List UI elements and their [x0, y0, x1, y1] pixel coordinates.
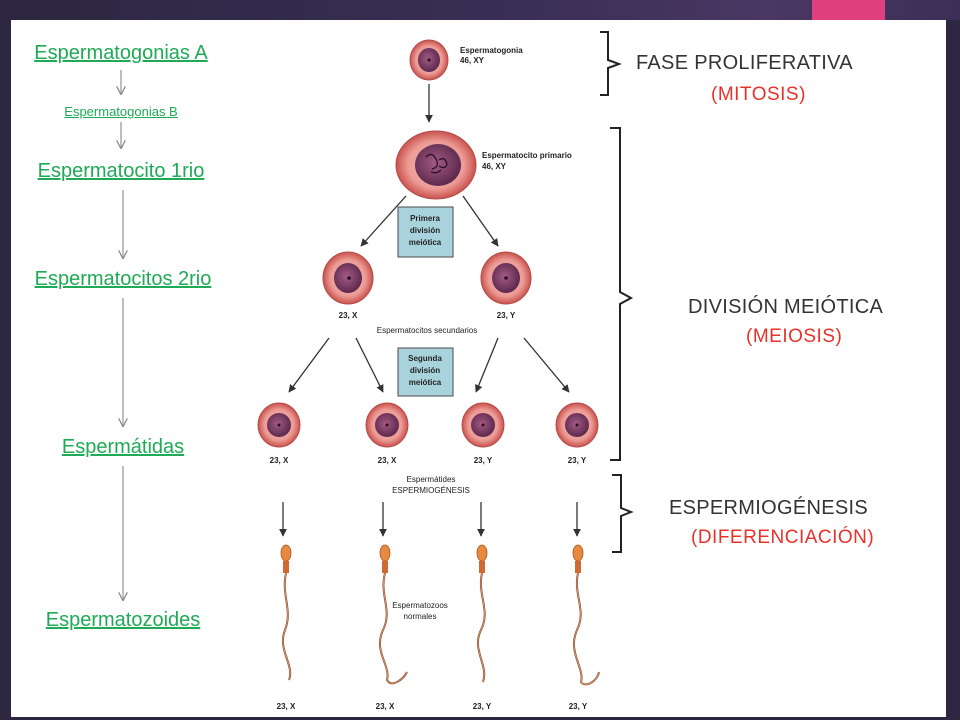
- sperm-1: [280, 544, 292, 681]
- arrow-primary-right: [462, 195, 499, 247]
- cell-secondary-right: [480, 251, 532, 305]
- cell-primary-spermatocyte: [395, 130, 477, 200]
- accent-tab: [812, 0, 885, 20]
- normal-sperm-label-2: normales: [404, 612, 437, 621]
- brace-meiotic: [610, 127, 634, 461]
- brace-spermiogenesis: [612, 474, 634, 553]
- left-column-arrows: [121, 70, 123, 600]
- second-division-box: Segunda división meiótica: [397, 347, 454, 397]
- label-spermatozoa[interactable]: Espermatozoides: [45, 609, 201, 631]
- brace-proliferative: [600, 31, 622, 96]
- arrow-secondary-left-a: [288, 337, 330, 393]
- cell-spermatid-1: [257, 402, 301, 448]
- secondary-right-karyotype: 23, Y: [497, 311, 516, 320]
- spermatogonia-label: Espermatogonia: [460, 46, 523, 55]
- phase-meiotic-title: DIVISIÓN MEIÓTICA: [688, 296, 884, 318]
- spermatid-karyotype-1: 23, X: [270, 456, 289, 465]
- phase-spermiogenesis-title: ESPERMIOGÉNESIS: [669, 497, 868, 519]
- spermatid-karyotype-2: 23, X: [378, 456, 397, 465]
- phase-proliferative-title: FASE PROLIFERATIVA: [636, 52, 853, 74]
- svg-text:Primera: Primera: [410, 214, 440, 223]
- phase-proliferative-sub: (MITOSIS): [711, 84, 806, 105]
- sperm-karyotype-4: 23, Y: [569, 702, 588, 711]
- normal-sperm-label-1: Espermatozoos: [392, 601, 448, 610]
- arrow-secondary-right-a: [475, 337, 499, 393]
- arrow-secondary-left-b: [355, 337, 384, 393]
- svg-text:meiótica: meiótica: [409, 238, 442, 247]
- cell-spermatid-4: [555, 402, 599, 448]
- svg-text:Segunda: Segunda: [408, 354, 442, 363]
- spermatid-karyotype-3: 23, Y: [474, 456, 493, 465]
- secondary-label: Espermatocitos secundarios: [377, 326, 478, 335]
- spermatogenesis-figure: Espermatogonia 46, XY Espermatocito prim…: [11, 31, 634, 711]
- label-spermatogonia-b[interactable]: Espermatogonias B: [64, 104, 178, 119]
- sperm-karyotype-2: 23, X: [376, 702, 395, 711]
- spermiogenesis-label: ESPERMIOGÉNESIS: [392, 486, 470, 495]
- first-division-box: Primera división meiótica: [397, 206, 454, 258]
- spermatogonia-karyotype: 46, XY: [460, 56, 485, 65]
- label-spermatocytes-2[interactable]: Espermatocitos 2rio: [34, 268, 212, 290]
- arrow-secondary-right-b: [523, 337, 570, 393]
- sperm-karyotype-3: 23, Y: [473, 702, 492, 711]
- label-spermatogonia-a[interactable]: Espermatogonias A: [34, 42, 208, 64]
- sperm-karyotype-1: 23, X: [277, 702, 296, 711]
- slide: Espermatogonias A Espermatogonias B Espe…: [11, 20, 946, 717]
- spermatid-karyotype-4: 23, Y: [568, 456, 587, 465]
- cell-spermatid-3: [461, 402, 505, 448]
- arrow-primary-left: [360, 195, 407, 247]
- label-spermatids[interactable]: Espermátidas: [61, 436, 185, 458]
- primary-karyotype: 46, XY: [482, 162, 507, 171]
- window-frame-top: [0, 0, 960, 20]
- svg-text:división: división: [410, 366, 440, 375]
- phase-meiotic-sub: (MEIOSIS): [746, 326, 843, 347]
- spermatids-label: Espermátides: [407, 475, 456, 484]
- secondary-left-karyotype: 23, X: [339, 311, 358, 320]
- sperm-4: [572, 544, 600, 686]
- label-spermatocyte-1[interactable]: Espermatocito 1rio: [37, 160, 205, 182]
- sperm-3: [476, 544, 488, 683]
- cell-secondary-left: [322, 251, 374, 305]
- sperm-2: [378, 544, 408, 685]
- cell-spermatogonia: [409, 39, 449, 81]
- primary-label: Espermatocito primario: [482, 151, 572, 160]
- phase-spermiogenesis-sub: (DIFERENCIACIÓN): [691, 527, 875, 548]
- svg-text:división: división: [410, 226, 440, 235]
- cell-spermatid-2: [365, 402, 409, 448]
- svg-text:meiótica: meiótica: [409, 378, 442, 387]
